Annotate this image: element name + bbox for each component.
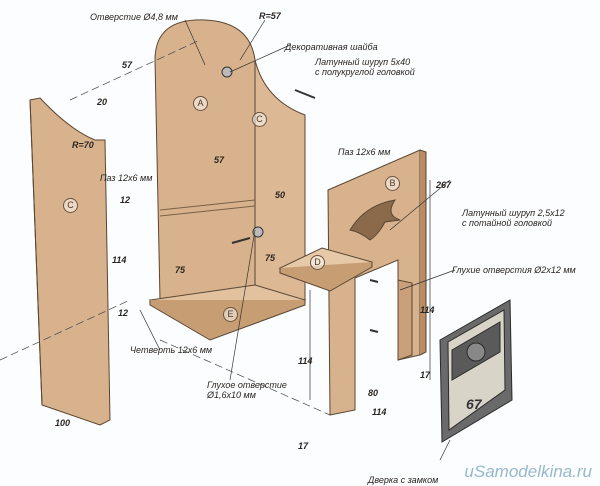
back-panel [154, 19, 256, 301]
dim-50: 50 [275, 190, 286, 200]
label-hole-4-8: Отверстие Ø4,8 мм [90, 12, 178, 22]
dim-114-b2: 114 [372, 407, 387, 417]
label-washer: Декоративная шайба [285, 42, 378, 52]
label-screw-5x40-head: с полукруглой головкой [315, 67, 415, 77]
dim-17-b: 17 [420, 370, 431, 380]
dim-100: 100 [55, 418, 71, 428]
dim-114-bottom: 114 [298, 356, 313, 366]
label-screw-2-5x12-head: с потайной головкой [462, 218, 553, 228]
door [439, 299, 513, 443]
label-screw-2-5x12: Латунный шуруп 2,5x12 [462, 208, 565, 218]
label-rabbet: Четверть 12x6 мм [130, 345, 213, 355]
dim-57-mid: 57 [214, 155, 225, 165]
watermark: uSamodelkina.ru [464, 462, 592, 481]
dim-75-a: 75 [175, 265, 186, 275]
label-groove-right: Паз 12x6 мм [338, 147, 391, 157]
eagle-cutout [349, 199, 401, 241]
dim-114-right: 114 [420, 305, 435, 315]
dim-12-b: 12 [118, 308, 129, 318]
part-label-c-right: C [252, 112, 267, 127]
dim-114-left: 114 [112, 255, 127, 265]
part-label-a: A [193, 96, 208, 111]
label-r70: R=70 [72, 140, 94, 150]
label-blind-holes: Глухие отверстия Ø2x12 мм [452, 265, 576, 275]
label-r57: R=57 [259, 11, 281, 21]
part-label-b: B [385, 176, 400, 191]
part-label-e: E [223, 307, 238, 322]
label-door: Дверка с замком [368, 475, 439, 485]
part-label-d: D [310, 255, 325, 270]
side-panel-left [29, 97, 111, 426]
label-screw-5x40: Латунный шуруп 5x40 [315, 57, 411, 67]
label-blind-hole: Глухое отверстие [207, 380, 287, 390]
label-groove-left: Паз 12x6 мм [100, 173, 153, 183]
house-number: 67 [466, 396, 482, 412]
side-panel-right [254, 59, 306, 301]
dim-20: 20 [97, 97, 108, 107]
dim-57-top: 57 [122, 60, 133, 70]
dim-12-a: 12 [120, 195, 131, 205]
dim-80: 80 [368, 388, 379, 398]
dim-267: 267 [436, 180, 452, 190]
label-blind-hole-size: Ø1,6x10 мм [207, 390, 256, 400]
dim-17-a: 17 [298, 441, 309, 451]
part-label-c-left: C [63, 198, 78, 213]
dim-75-b: 75 [265, 253, 276, 263]
